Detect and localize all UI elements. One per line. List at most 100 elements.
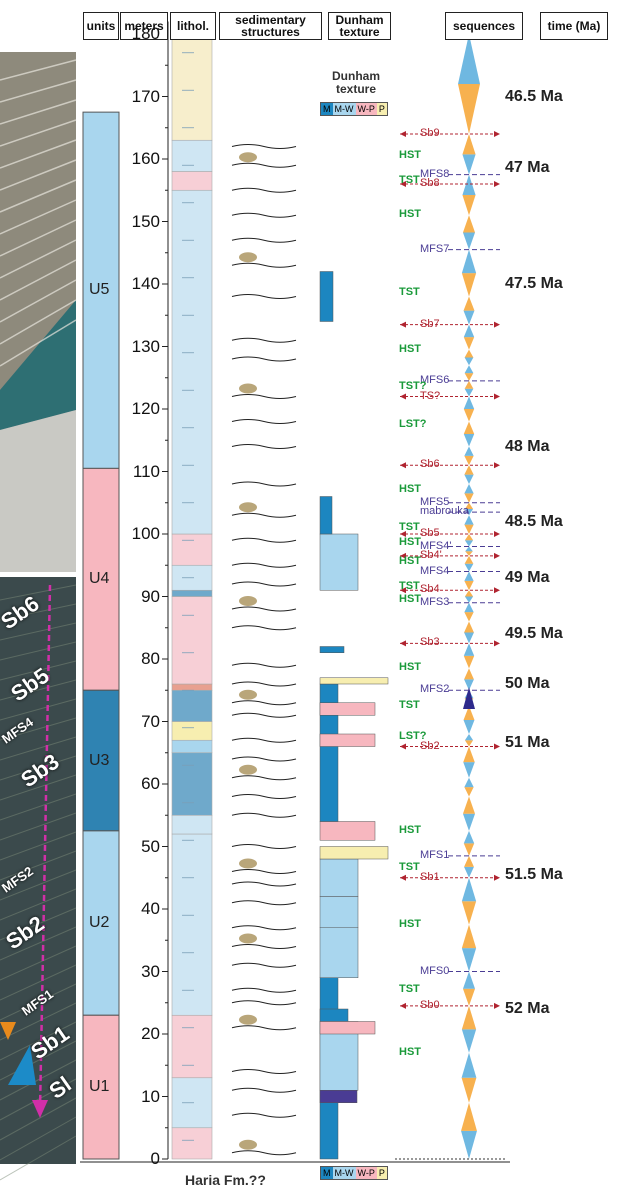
age-label: 49.5 Ma: [505, 625, 563, 642]
photo-bottom-bedding: [0, 945, 77, 981]
sedimentary-structure: [231, 944, 297, 949]
sequence-triangle: [464, 465, 474, 475]
sequence-triangle: [464, 679, 474, 691]
meter-tick-label: 70: [141, 711, 160, 731]
meter-tick-label: 50: [141, 836, 160, 856]
fossil-symbol: [239, 1014, 257, 1025]
sequence-triangle: [464, 474, 474, 484]
fossil-symbol: [239, 383, 257, 394]
dunham-bar: [319, 646, 345, 653]
sequence-label: LST?: [399, 730, 427, 743]
photo-bottom-bedding: [0, 1116, 77, 1161]
sequence-triangle: [461, 1029, 477, 1053]
unit-label: U5: [89, 281, 110, 299]
sequence-triangle: [464, 571, 474, 581]
sequence-label: Sb3: [420, 636, 440, 649]
lithology-bed: [171, 171, 213, 191]
age-label: 51.5 Ma: [505, 865, 563, 883]
dunham-legend-item: P: [376, 103, 387, 115]
photo-bottom-bedding: [0, 926, 77, 961]
photo-top-bedding: [0, 319, 77, 367]
photo-bottom-bedding: [0, 717, 77, 741]
sedimentary-structure: [231, 444, 297, 449]
boundary-arrow-right: [494, 131, 500, 137]
photo-top-bedding: [0, 259, 77, 301]
photo-top-bedding: [0, 119, 77, 147]
sequence-triangle: [463, 705, 475, 720]
sedimentary-structure: [231, 144, 297, 149]
photo-bottom-bedding: [0, 1078, 77, 1121]
sequence-label: Sb0: [420, 998, 440, 1011]
sequence-triangle: [464, 734, 474, 741]
sequence-label: HST: [399, 661, 421, 674]
sedimentary-structure: [231, 187, 297, 193]
sequence-triangle: [464, 602, 474, 613]
sequence-triangle: [462, 232, 476, 250]
photo-top-bedding: [0, 199, 77, 235]
boundary-arrow-left: [400, 587, 406, 594]
sequence-label: HST: [399, 555, 421, 568]
unit-block: [82, 467, 120, 691]
mfs-marker-triangle: [463, 687, 475, 709]
lithology-bed: [171, 752, 213, 816]
lithology-bed: [171, 533, 213, 566]
age-label: 50 Ma: [505, 675, 550, 692]
sequence-label: Sb9: [420, 127, 440, 139]
meter-tick-label: 20: [141, 1024, 160, 1043]
unit-label: U4: [89, 570, 110, 588]
dunham-bar: [319, 702, 376, 716]
dunham-bar: [319, 858, 359, 897]
boundary-arrow-right: [494, 874, 500, 881]
sequence-label: MFS5: [420, 495, 450, 508]
fossil-symbol: [239, 1139, 257, 1150]
photo-arrow-head: [32, 1100, 48, 1118]
fossil-symbol: [239, 689, 257, 700]
sedimentary-structure: [231, 606, 297, 612]
boundary-arrow-left: [400, 531, 406, 537]
age-label: 47.5 Ma: [505, 275, 563, 292]
sequence-label: Sb2: [420, 739, 440, 752]
unit-block: [82, 1014, 120, 1160]
sedimentary-structure: [231, 737, 297, 743]
sequence-triangle: [464, 357, 474, 366]
photo-bottom-bedding: [0, 1021, 77, 1061]
sequence-triangle: [464, 590, 474, 597]
sedimentary-structure: [231, 419, 297, 424]
sequence-triangle: [461, 901, 477, 925]
boundary-arrow-right: [494, 587, 500, 594]
sequence-triangle: [464, 484, 474, 494]
meter-tick-label: 60: [141, 774, 160, 793]
sequence-triangle: [461, 249, 477, 274]
photo-bottom-bedding: [0, 660, 77, 681]
sequence-triangle: [464, 455, 474, 466]
photo-bottom-bedding: [0, 641, 77, 661]
sequence-triangle: [463, 830, 475, 844]
meter-tick-label: 10: [141, 1086, 160, 1106]
sequence-triangle: [461, 1130, 477, 1159]
sequence-label: TST: [399, 173, 420, 186]
sequence-triangle: [464, 632, 474, 644]
lithology-bed: [171, 739, 213, 754]
sequence-triangle: [464, 534, 474, 541]
unit-block: [82, 830, 120, 1016]
sequence-triangle: [463, 310, 475, 325]
sequence-triangle: [464, 787, 474, 797]
fossil-symbol: [239, 596, 257, 606]
boundary-arrow-left: [400, 321, 406, 328]
dunham-bar: [319, 821, 376, 841]
photo-bottom-bedding: [0, 812, 77, 841]
sedimentary-structure: [231, 712, 297, 718]
photo-bottom-bedding: [0, 1059, 77, 1101]
sequence-triangle: [463, 762, 475, 778]
sequence-label: MFS0: [420, 964, 450, 977]
photo-top-bedding: [0, 139, 77, 169]
boundary-arrow-left: [400, 462, 406, 469]
photo-bottom-bedding: [0, 831, 77, 861]
fossil-symbol: [239, 858, 257, 869]
sedimentary-structure: [231, 1000, 297, 1006]
sequence-triangle: [464, 555, 474, 564]
sequence-triangle: [462, 813, 476, 831]
sedimentary-structure: [231, 394, 297, 399]
photo-arrow-line: [38, 584, 52, 1111]
